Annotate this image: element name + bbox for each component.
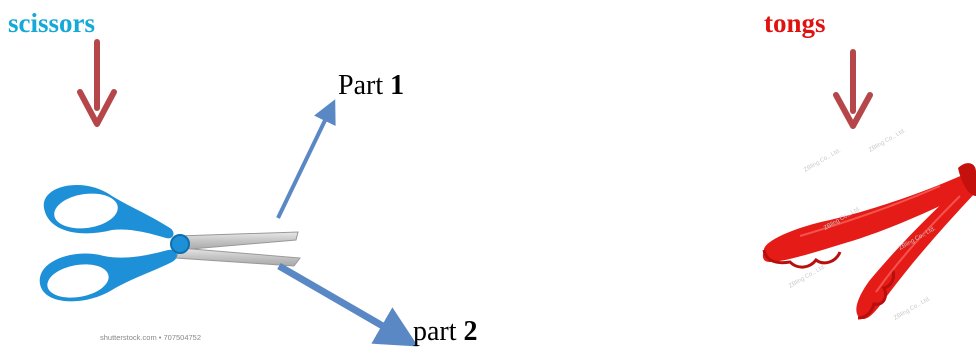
scissors-down-arrow [77, 39, 117, 127]
scissors-image [39, 184, 301, 302]
tongs-down-arrow [833, 49, 873, 129]
part1-number: 1 [390, 70, 405, 101]
part1-arrow [276, 99, 336, 219]
part1-label: Part 1 [338, 72, 404, 100]
tongs-title: tongs [764, 8, 826, 38]
part2-number: 2 [463, 316, 478, 347]
svg-text:ZBling Co., Ltd.: ZBling Co., Ltd. [803, 148, 842, 174]
scissors-title: scissors [8, 8, 95, 38]
part2-arrow [277, 262, 419, 347]
svg-text:ZBling Co., Ltd.: ZBling Co., Ltd. [893, 296, 932, 322]
part1-prefix: Part [338, 70, 391, 101]
tongs-image [762, 163, 976, 320]
svg-text:ZBling Co., Ltd.: ZBling Co., Ltd. [868, 128, 907, 154]
part2-label: part 2 [413, 318, 478, 346]
part2-prefix: part [413, 316, 464, 347]
scissors-image-credit: shutterstock.com • 707504752 [100, 333, 202, 342]
